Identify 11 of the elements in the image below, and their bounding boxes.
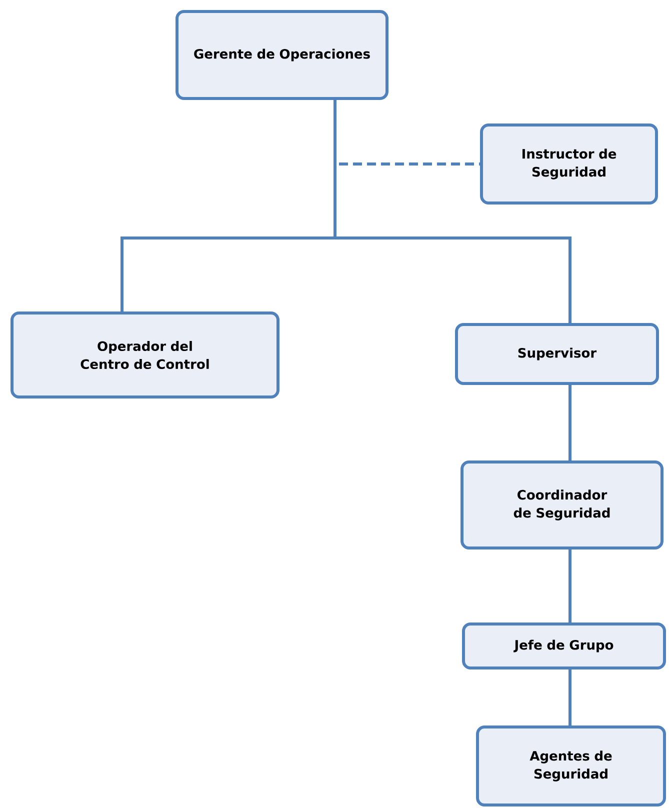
connector-line bbox=[568, 548, 572, 624]
connector-line bbox=[334, 98, 572, 324]
org-box: Agentes de Seguridad bbox=[476, 726, 666, 806]
connector-line bbox=[568, 668, 572, 727]
org-box: Supervisor bbox=[455, 323, 659, 385]
org-box: Coordinador de Seguridad bbox=[460, 460, 664, 550]
connector-line bbox=[568, 383, 572, 462]
org-box: Gerente de Operaciones bbox=[176, 10, 388, 100]
org-box: Instructor de Seguridad bbox=[480, 124, 658, 204]
org-box: Operador del Centro de Control bbox=[10, 312, 280, 398]
org-box: Jefe de Grupo bbox=[462, 622, 666, 670]
